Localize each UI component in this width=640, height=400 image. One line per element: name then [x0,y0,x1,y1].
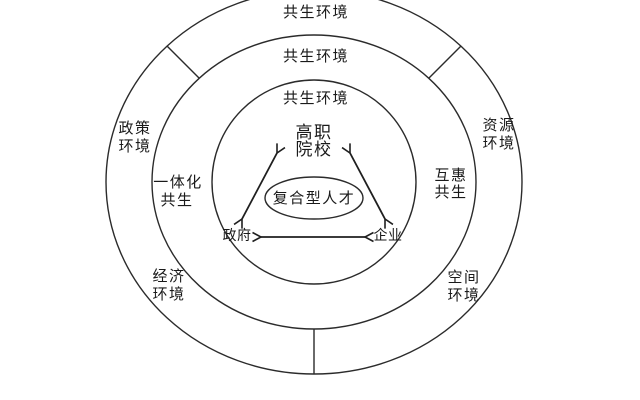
label-government: 政府 [223,228,252,244]
svg-text:共生: 共生 [160,192,193,209]
label-policy-environment: 政策 环境 [118,120,151,155]
svg-text:环境: 环境 [118,137,151,155]
inner-ring-circle [211,79,417,285]
svg-text:互惠: 互惠 [434,167,467,184]
svg-text:资源: 资源 [482,117,515,134]
label-space-environment: 空间 环境 [447,269,480,304]
middle-ring-top-label: 共生环境 [283,47,349,65]
svg-text:政策: 政策 [118,120,151,137]
label-mutual-symbiosis: 互惠 共生 [434,167,467,201]
svg-text:共生: 共生 [434,184,467,201]
svg-text:环境: 环境 [482,134,515,152]
inner-ring-top-label: 共生环境 [283,89,349,107]
label-vocational-college: 高职 院校 [296,123,333,159]
svg-text:环境: 环境 [447,286,480,304]
svg-text:经济: 经济 [152,268,185,285]
label-enterprise: 企业 [374,227,403,244]
svg-text:空间: 空间 [447,269,480,286]
outer-ring-top-label: 共生环境 [283,3,349,21]
svg-text:院校: 院校 [296,140,333,159]
svg-text:一体化: 一体化 [153,174,203,191]
divider-upper-right [428,45,462,79]
svg-text:环境: 环境 [152,285,185,303]
arrow-government-college [233,143,286,229]
divider-upper-left [166,45,200,79]
svg-text:高职: 高职 [296,123,333,142]
label-resource-environment: 资源 环境 [482,117,515,152]
label-integrated-symbiosis: 一体化 共生 [153,174,203,209]
label-composite-talent: 复合型人才 [273,189,356,207]
label-economic-environment: 经济 环境 [152,268,185,303]
arrow-college-enterprise [341,143,394,229]
